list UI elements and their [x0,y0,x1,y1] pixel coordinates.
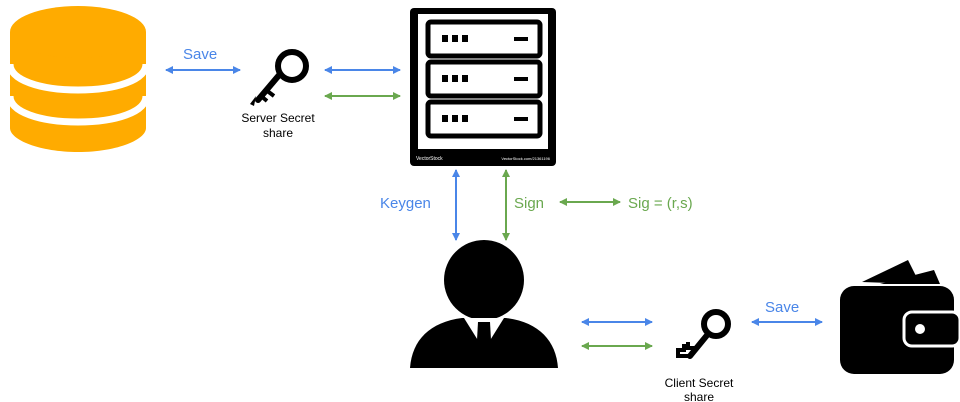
key-icon [676,309,731,359]
save-label-client: Save [765,299,799,316]
key-icon [250,49,309,106]
keygen-label: Keygen [380,195,431,212]
client-secret-label-line1: Client Secret [665,376,734,390]
server-footer-brand: VectorStock [416,156,443,162]
save-label-server: Save [183,46,217,63]
server-secret-label-line2: share [263,126,293,140]
client-secret-label-line2: share [684,390,714,402]
user-businessman-icon [410,240,558,368]
wallet-icon [840,260,960,374]
database-icon [6,6,150,152]
sign-label: Sign [514,195,544,212]
sig-label: Sig = (r,s) [628,195,693,212]
server-footer-url: VectorStock.com/21361196 [501,156,550,161]
server-rack-icon: VectorStock VectorStock.com/21361196 [410,8,556,166]
server-secret-label-line1: Server Secret [241,111,315,125]
